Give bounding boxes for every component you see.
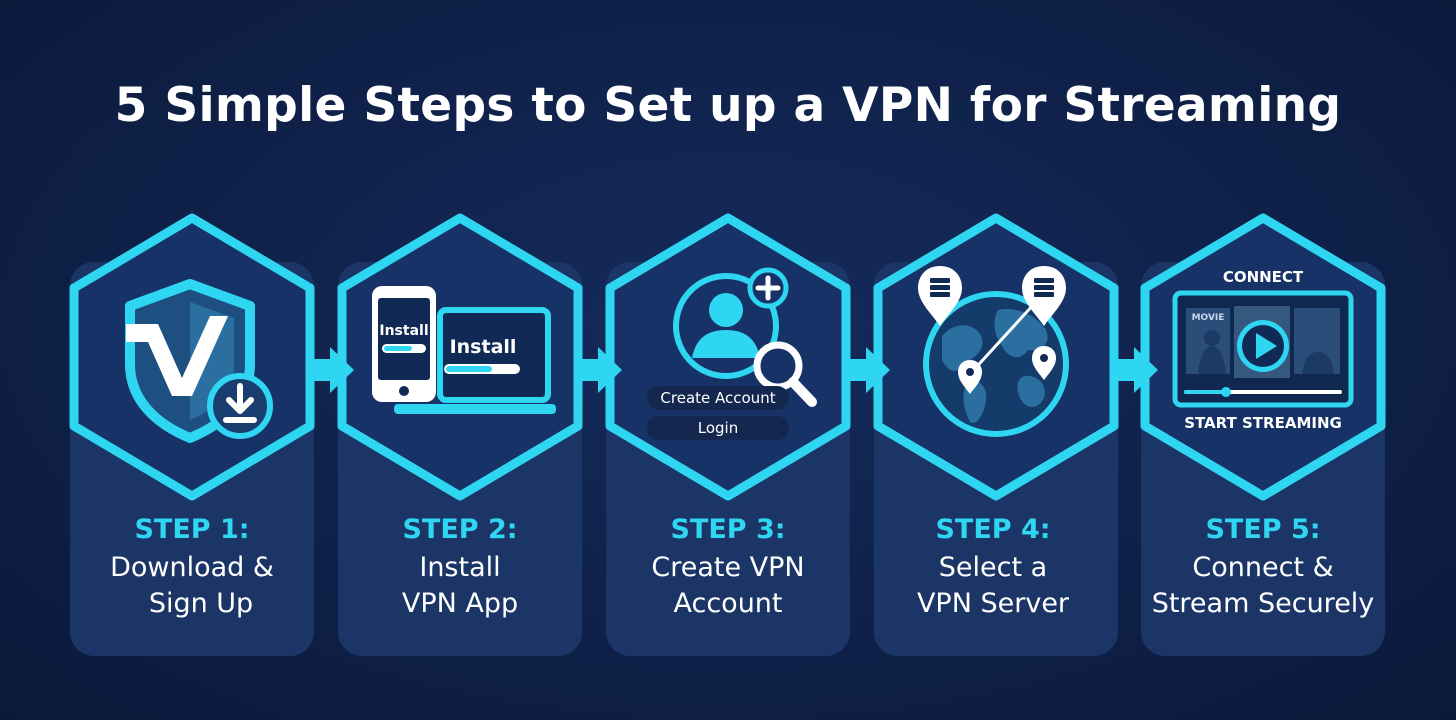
step-4-desc-line-2: VPN Server xyxy=(916,588,1070,619)
step-4-label: STEP 4: xyxy=(935,514,1051,545)
step-1-label: STEP 1: xyxy=(134,514,250,545)
poster-left-label: MOVIE xyxy=(1191,313,1225,323)
step-5-description: Connect & Stream Securely xyxy=(1113,550,1413,622)
step-1-desc-line-1: Download & xyxy=(110,552,274,583)
start-streaming-label: START STREAMING xyxy=(1184,414,1342,432)
step-4-desc-line-1: Select a xyxy=(938,552,1048,583)
account-create-icon xyxy=(673,267,817,407)
laptop-install-label: Install xyxy=(449,336,517,358)
step-5-label: STEP 5: xyxy=(1205,514,1321,545)
step-3-label: STEP 3: xyxy=(670,514,786,545)
install-devices-icon xyxy=(372,286,556,414)
phone-install-label: Install xyxy=(379,323,429,339)
step-2-desc-line-1: Install xyxy=(419,552,501,583)
arrow-right-icon xyxy=(574,347,622,393)
arrow-right-icon xyxy=(842,347,890,393)
step-2-label: STEP 2: xyxy=(402,514,518,545)
create-account-button: Create Account xyxy=(647,386,789,410)
step-5-desc-line-1: Connect & xyxy=(1192,552,1334,583)
step-5-desc-line-2: Stream Securely xyxy=(1151,588,1375,619)
step-2-description: Install VPN App xyxy=(310,550,610,622)
step-1-desc-line-2: Sign Up xyxy=(148,588,254,619)
step-3-desc-line-2: Account xyxy=(673,588,783,619)
step-2-desc-line-2: VPN App xyxy=(401,588,519,619)
step-3-desc-line-1: Create VPN xyxy=(651,552,805,583)
shield-download-icon xyxy=(125,279,273,443)
page-title: 5 Simple Steps to Set up a VPN for Strea… xyxy=(114,78,1342,133)
step-1-description: Download & Sign Up xyxy=(42,550,342,622)
connect-label: CONNECT xyxy=(1222,268,1304,286)
login-button: Login xyxy=(647,416,789,440)
arrow-right-icon xyxy=(306,347,354,393)
arrow-right-icon xyxy=(1110,347,1158,393)
step-3-description: Create VPN Account xyxy=(578,550,878,622)
streaming-player-icon xyxy=(1172,290,1354,408)
step-4-description: Select a VPN Server xyxy=(843,550,1143,622)
globe-server-icon xyxy=(918,266,1069,437)
